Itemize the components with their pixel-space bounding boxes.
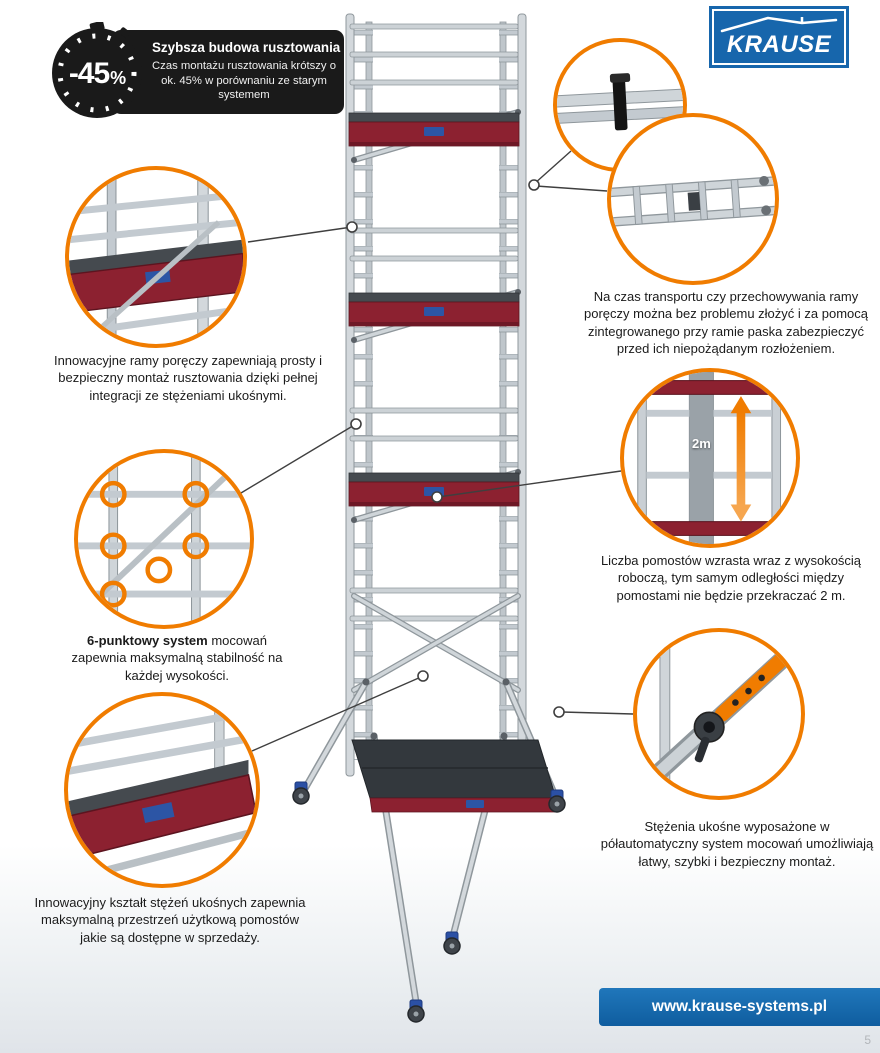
- securing-strap-detail: [557, 73, 683, 131]
- caster-wheel: [548, 789, 566, 813]
- platform-1: [348, 112, 520, 147]
- website-url-text: www.krause-systems.pl: [651, 998, 828, 1015]
- discount-number: -45: [68, 57, 110, 90]
- callout-brace-lock: [633, 628, 805, 800]
- annotation-six-point-system: 6-punktowy system mocowań zapewnia maksy…: [58, 632, 296, 684]
- promo-badge: Szybsza budowa rusztowania Czas montażu …: [48, 22, 348, 122]
- annotation-platform-spacing: Liczba pomostów wzrasta wraz z wysokości…: [600, 553, 862, 603]
- callout-platform-area: [64, 692, 260, 888]
- tower-frame: [345, 13, 527, 777]
- krause-logo-text: KRAUSE: [726, 31, 832, 58]
- promo-badge-title: Szybsza budowa rusztowania: [152, 40, 341, 55]
- connector-lines: [240, 150, 634, 752]
- callout-folded-frame: [607, 113, 779, 285]
- roof-icon: [720, 16, 838, 33]
- caster-wheel: [407, 999, 425, 1023]
- stopwatch-icon: -45%: [48, 22, 146, 120]
- annotation-transport-strap: Na czas transportu czy przechowywania ra…: [584, 289, 868, 356]
- diagonal-braces: [351, 109, 521, 693]
- callout-guardrail-frame: [65, 166, 247, 348]
- caster-wheel: [292, 781, 310, 805]
- platform-2: [348, 292, 520, 327]
- connector-dots: [346, 179, 565, 718]
- guardrail-frame-detail: [69, 170, 243, 344]
- discount-sign: %: [110, 67, 126, 88]
- stopwatch-graphic: [52, 22, 142, 118]
- page-number: 5: [864, 1033, 871, 1047]
- base-platform: [351, 739, 559, 813]
- annotation-platform-area: Innowacyjny kształt stężeń ukośnych zape…: [34, 895, 306, 945]
- discount-percentage: -45%: [48, 22, 146, 120]
- brace-lock-detail: [637, 632, 801, 796]
- folded-frame-detail: [611, 175, 775, 227]
- callout-six-point-system: [74, 449, 254, 629]
- platform-area-detail: [68, 696, 256, 884]
- annotation-six-point-bold: 6-punktowy system: [87, 633, 208, 648]
- krause-logo: KRAUSE: [712, 9, 846, 65]
- platform-spacing-detail: [630, 372, 790, 544]
- annotation-brace-lock: Stężenia ukośne wyposażone w półautomaty…: [600, 819, 874, 869]
- annotation-six-point-rest: mocowań zapewnia maksymalną stabilność n…: [71, 633, 283, 683]
- annotation-guardrail-frames: Innowacyjne ramy poręczy zapewniają pros…: [53, 353, 323, 403]
- website-link[interactable]: www.krause-systems.pl: [599, 988, 880, 1026]
- height-spacing-label: 2m: [691, 435, 711, 451]
- promo-badge-bubble: Szybsza budowa rusztowania Czas montażu …: [112, 30, 344, 114]
- promo-badge-body: Czas montażu rusztowania krótszy o ok. 4…: [152, 60, 336, 102]
- six-point-system-detail: [78, 453, 250, 625]
- caster-wheels: [292, 781, 566, 1023]
- caster-wheel: [443, 931, 461, 955]
- callout-platform-spacing: 2m: [620, 368, 800, 548]
